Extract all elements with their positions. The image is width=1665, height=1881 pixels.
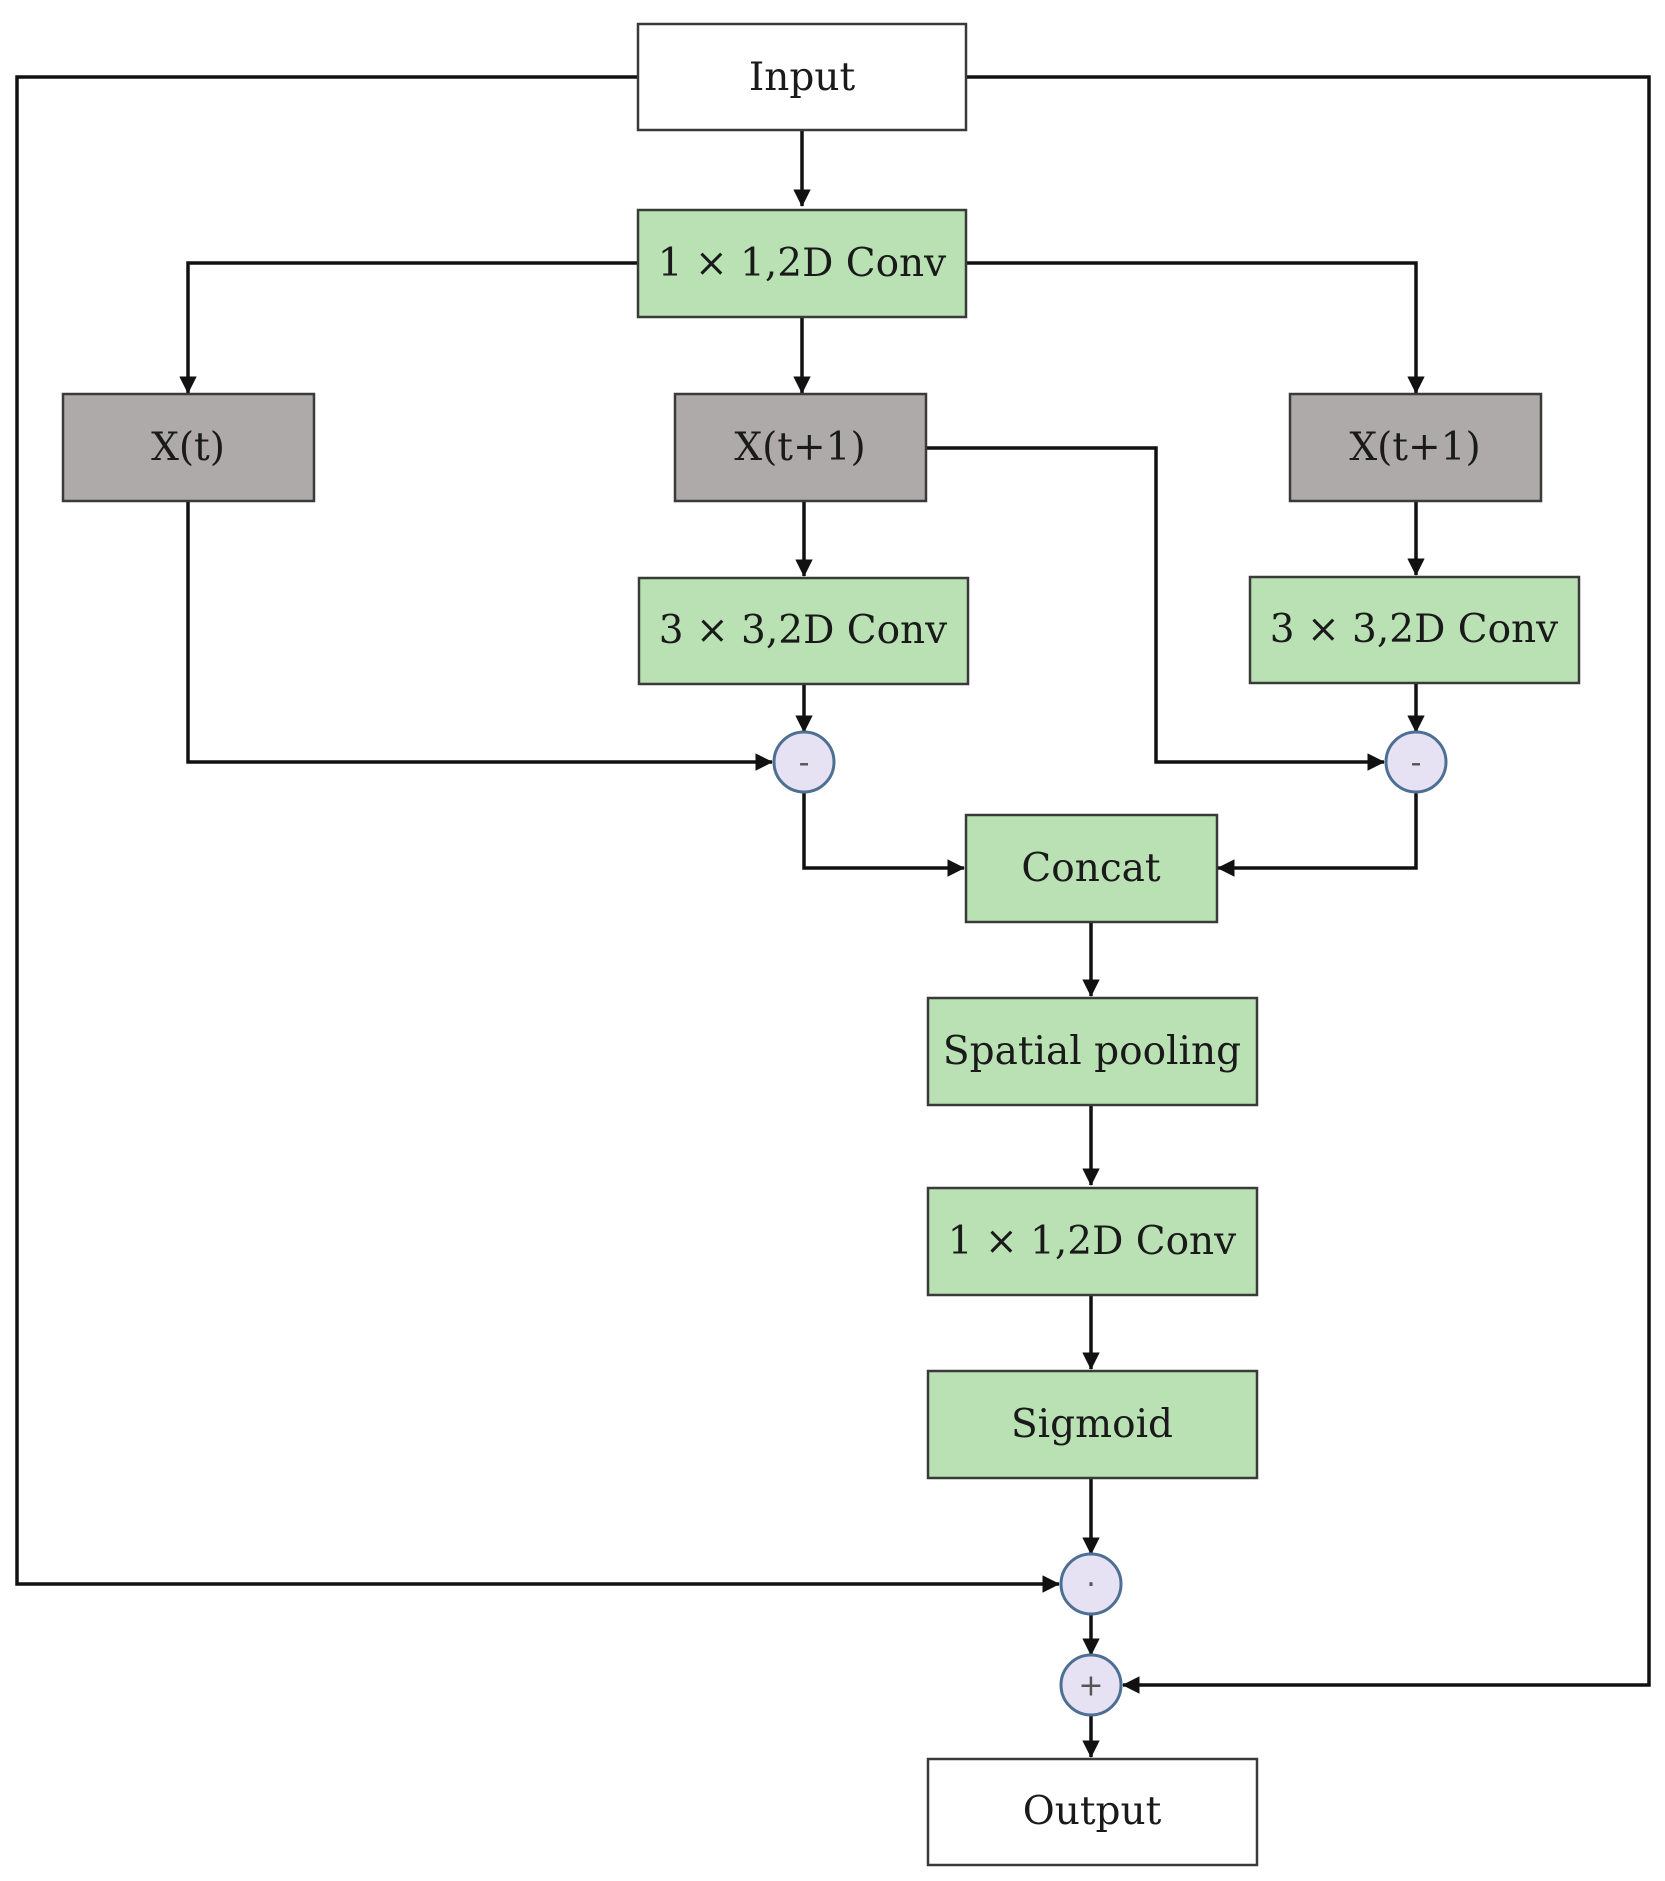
output-node: Output [926,1757,1259,1867]
concat-node: Concat [964,813,1219,924]
edge-minus-left-to-concat [802,792,965,877]
subtract-right-symbol: - [1411,746,1422,781]
x-t1-mid-node: X(t+1) [673,392,928,503]
input-node: Input [636,22,968,132]
edge-conv1-to-xt1-right [966,261,1425,394]
add-symbol: + [1078,1669,1103,1704]
spatial-pooling-node: Spatial pooling [926,996,1259,1107]
conv1x1-top-label: 1 × 1,2D Conv [658,241,946,286]
multiply-operator: · [1059,1552,1123,1616]
edge-xt-to-minus-left [186,501,773,771]
x-t1-mid-label: X(t+1) [734,425,865,470]
edge-input-to-add-skip [966,75,1651,1694]
x-t1-right-label: X(t+1) [1349,425,1480,470]
concat-label: Concat [1021,846,1161,891]
conv3x3-mid-node: 3 × 3,2D Conv [637,576,970,686]
conv3x3-mid-label: 3 × 3,2D Conv [659,608,947,653]
multiply-symbol: · [1086,1568,1096,1603]
conv1x1-bottom-node: 1 × 1,2D Conv [926,1186,1259,1297]
sigmoid-label: Sigmoid [1011,1402,1173,1447]
subtract-operator-left: - [772,730,836,794]
sigmoid-node: Sigmoid [926,1369,1259,1480]
conv1x1-bottom-label: 1 × 1,2D Conv [948,1219,1236,1264]
edge-conv1-to-xt [179,261,638,394]
x-t1-right-node: X(t+1) [1288,392,1543,503]
conv3x3-right-node: 3 × 3,2D Conv [1248,575,1581,685]
edge-minus-right-to-concat [1217,792,1418,877]
subtract-left-symbol: - [799,746,810,781]
input-label: Input [749,55,856,100]
x-t-label: X(t) [151,425,225,470]
edge-xt1-mid-to-minus-right [926,446,1385,771]
edges [15,75,1651,1758]
conv3x3-right-label: 3 × 3,2D Conv [1270,607,1558,652]
x-t-node: X(t) [61,392,316,503]
add-operator: + [1059,1653,1123,1717]
subtract-operator-right: - [1384,730,1448,794]
conv1x1-top-node: 1 × 1,2D Conv [636,208,968,319]
output-label: Output [1023,1789,1162,1834]
spatial-pooling-label: Spatial pooling [943,1029,1241,1074]
edge-input-to-multiply-skip [15,75,1060,1593]
